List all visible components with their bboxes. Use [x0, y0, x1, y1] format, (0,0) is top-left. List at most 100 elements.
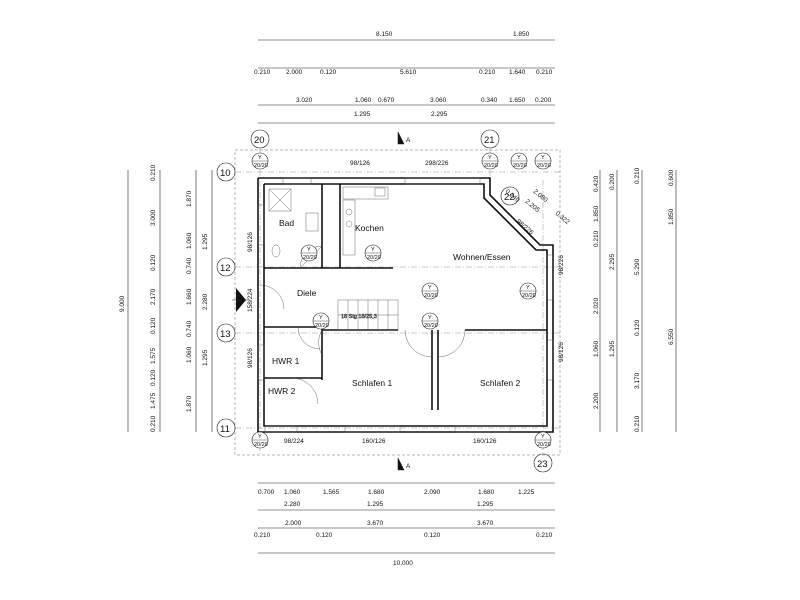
column-tag-prefix: Y	[541, 434, 545, 440]
opening-labels: 98/126 298/226 98/226 98/126 158/224 98/…	[247, 160, 565, 445]
axis-bubble-12: 12	[216, 257, 236, 277]
shower-tray	[268, 188, 292, 212]
top-dim-1640: 1.640	[509, 69, 526, 76]
right-dim-c4-1: 1.850	[668, 208, 675, 225]
right-dim-c1-0: 0.420	[593, 175, 600, 192]
column-tag: Y20/20	[421, 282, 439, 300]
axis-bubble-11: 11	[216, 418, 236, 438]
left-dim-c2-6: 1.870	[186, 395, 193, 412]
kitchen-fixtures	[342, 186, 389, 256]
column-tag: Y 20/20	[251, 431, 269, 449]
top-dim-1295: 1.295	[354, 111, 371, 118]
column-tag-label: 20/20	[537, 442, 551, 448]
right-dim-c3-1: 5.290	[634, 258, 641, 275]
bottom-dim-1295a: 1.295	[367, 501, 384, 508]
washbasin	[305, 212, 319, 232]
left-dim-c2-3: 1.660	[186, 288, 193, 305]
bottom-dim-3670a: 3.670	[367, 520, 384, 527]
axis-bubbles: 20 21 22 10 12 13 11 23	[216, 129, 553, 473]
top-dim-1060: 1.060	[355, 97, 372, 104]
stairs[interactable]: 18 Stg 18/25,3	[337, 299, 399, 331]
top-dim-1650: 1.650	[509, 97, 526, 104]
kitchen-sink	[374, 187, 386, 197]
room-schlafen-1: Schlafen 1	[352, 378, 392, 388]
column-tags: Y20/20Y20/20Y20/20Y20/20Y20/20Y20/20Y20/…	[251, 152, 552, 449]
bottom-dim-1225: 1.225	[518, 489, 535, 496]
column-tag-label: 20/20	[254, 163, 268, 169]
column-tag-prefix: Y	[541, 155, 545, 161]
top-dimension-chains: 8.150 1.850 0.210 2.000 0.120 5.610 0.21…	[254, 31, 555, 124]
window-bottom-1	[264, 425, 298, 433]
bottom-dim-1565: 1.565	[323, 489, 340, 496]
top-dim-8150: 8.150	[376, 31, 393, 38]
svg-text:20: 20	[254, 135, 265, 146]
column-tag-prefix: Y	[526, 285, 530, 291]
opening-bottom-3: 160/126	[473, 438, 497, 445]
kitchen-counter	[342, 186, 389, 200]
bottom-dim-0700: 0.700	[258, 489, 275, 496]
column-tag-label: 20/20	[513, 163, 527, 169]
column-tag-prefix: Y	[428, 285, 432, 291]
room-labels: Bad Kochen Wohnen/Essen Diele HWR 1 HWR …	[268, 218, 520, 396]
left-dim-c1-1: 3.000	[150, 209, 157, 226]
left-dim-c2-2: 0.740	[186, 257, 193, 274]
column-tag: Y20/20	[312, 312, 330, 330]
bottom-dim-1060: 1.060	[284, 489, 301, 496]
axis-bubble-23: 23	[533, 453, 553, 473]
column-tag-prefix: Y	[258, 434, 262, 440]
walls	[257, 177, 554, 433]
column-tag-prefix: Y	[371, 247, 375, 253]
svg-text:10: 10	[220, 168, 231, 179]
kitchen-counter-side	[342, 199, 356, 256]
svg-text:21: 21	[484, 135, 495, 146]
opening-right-upper: 98/226	[558, 255, 565, 275]
column-tag-prefix: Y	[428, 315, 432, 321]
column-tag: Y 20/20	[534, 431, 552, 449]
section-mark-bottom: A	[397, 457, 411, 471]
bottom-dim-2090: 2.090	[424, 489, 441, 496]
column-tag: Y20/20	[300, 244, 318, 262]
right-dimension-chains: 0.420 1.850 0.210 2.020 1.060 2.200 0.20…	[593, 167, 677, 432]
left-dim-c2-0: 1.870	[186, 190, 193, 207]
column-tag: Y20/20	[519, 282, 537, 300]
window-left-hwr	[257, 344, 265, 381]
svg-text:22: 22	[504, 192, 515, 203]
svg-text:11: 11	[220, 424, 230, 435]
right-dim-c1-1: 1.850	[593, 205, 600, 222]
left-dim-c1-5: 1.575	[150, 347, 157, 364]
right-dim-c3-2: 0.120	[634, 319, 641, 336]
top-dim-0340: 0.340	[481, 97, 498, 104]
right-dim-c2-1: 2.295	[609, 253, 616, 270]
windows	[257, 177, 554, 433]
door-hwr1	[297, 326, 321, 350]
bottom-dim-2280: 2.280	[284, 501, 301, 508]
bottom-dim-total: 10.000	[393, 560, 413, 567]
right-dim-c2-2: 1.295	[609, 340, 616, 357]
column-tag-label: 20/20	[315, 323, 329, 329]
column-tag-label: 20/20	[484, 163, 498, 169]
right-dim-c3-3: 3.170	[634, 372, 641, 389]
left-dim-c3-2: 1.295	[202, 349, 209, 366]
room-schlafen-2: Schlafen 2	[480, 378, 520, 388]
column-tag: Y20/20	[481, 152, 499, 170]
top-dim-3060: 3.060	[430, 97, 447, 104]
door-schlafen2-a	[404, 329, 433, 358]
left-dim-c1-2: 0.120	[150, 254, 157, 271]
opening-diag: 98/226	[515, 218, 535, 236]
column-tag-label: 20/20	[424, 323, 438, 329]
window-right-upper	[546, 254, 554, 301]
column-tag-label: 20/20	[254, 442, 268, 448]
left-dim-c2-1: 1.060	[186, 232, 193, 249]
section-marks: A A	[397, 131, 411, 471]
stair-label: 18 Stg 18/25,3	[341, 314, 377, 320]
room-bad: Bad	[279, 218, 294, 228]
svg-text:12: 12	[220, 263, 231, 274]
window-top-left	[282, 177, 312, 185]
room-hwr-2: HWR 2	[268, 386, 296, 396]
window-bottom-2	[344, 425, 401, 433]
column-tag: Y 20/20	[421, 312, 439, 330]
left-dim-c1-0: 0.210	[150, 164, 157, 181]
right-dim-c1-4: 1.060	[593, 340, 600, 357]
axis-bubble-20: 20	[250, 129, 270, 149]
opening-bottom-1: 98/224	[284, 438, 304, 445]
